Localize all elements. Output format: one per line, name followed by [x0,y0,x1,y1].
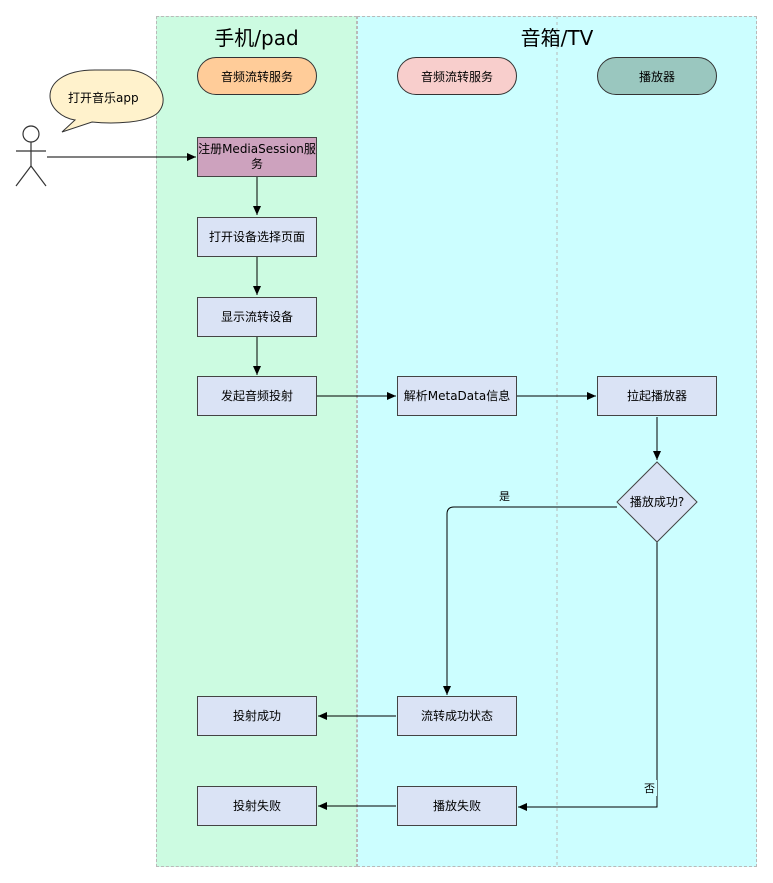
node-cast-success: 投射成功 [197,696,317,736]
lane-title-phone: 手机/pad [214,26,299,50]
edge-decision-no [518,542,658,811]
node-start-audio-cast: 发起音频投射 [197,376,317,416]
decision-label: 播放成功? [629,494,685,509]
node-play-failed: 播放失败 [397,786,517,826]
node-parse-metadata: 解析MetaData信息 [397,376,517,416]
lane-title-tv: 音箱/TV [520,26,594,50]
connectors [47,153,661,811]
phone-service-header: 音频流转服务 [197,57,317,95]
node-launch-player: 拉起播放器 [597,376,717,416]
actor-stick-figure [15,125,47,187]
node-cast-failed: 投射失败 [197,786,317,826]
decision-diamond [616,461,698,543]
node-flow-success-state: 流转成功状态 [397,696,517,736]
edge-label-no: 否 [642,780,657,796]
edge-label-yes: 是 [497,488,512,504]
callout-bubble [49,69,164,133]
node-show-devices: 显示流转设备 [197,297,317,337]
edge-decision-yes [443,506,617,695]
node-register-mediasession: 注册MediaSession服务 [197,137,317,177]
tv-service-header: 音频流转服务 [397,57,517,95]
player-header: 播放器 [597,57,717,95]
callout-text: 打开音乐app [68,91,139,105]
node-open-device-selector: 打开设备选择页面 [197,217,317,257]
